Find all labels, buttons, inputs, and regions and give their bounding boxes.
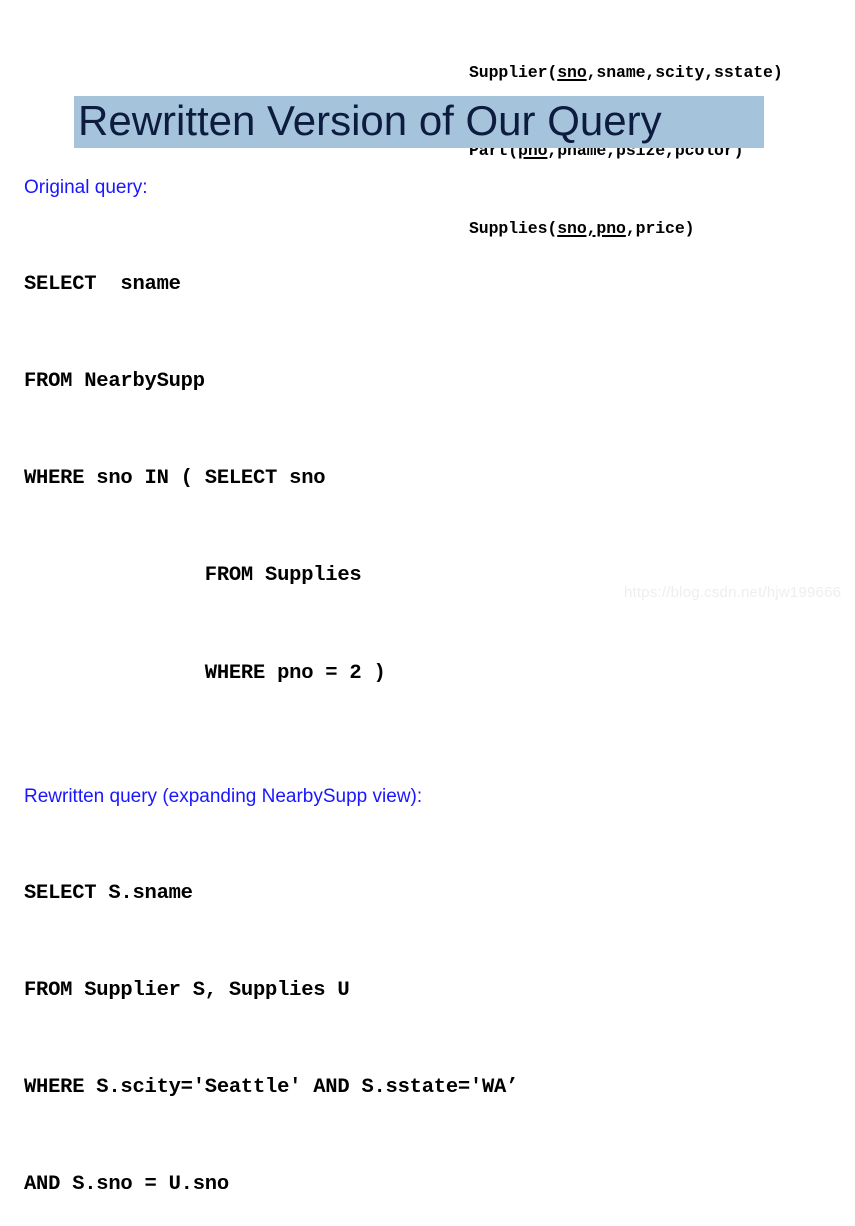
code-line: WHERE sno IN ( SELECT sno <box>24 467 326 491</box>
watermark-text: https://blog.csdn.net/hjw199666 <box>624 584 842 601</box>
rewritten-query-code: SELECT S.sname FROM Supplier S, Supplies… <box>24 813 834 1226</box>
schema-supplies-rest: ,price) <box>625 219 695 238</box>
schema-supplies-prefix: Supplies( <box>469 219 558 238</box>
schema-supplier-rest: ,sname,scity,sstate) <box>586 63 783 82</box>
rewritten-query-caption: Rewritten query (expanding NearbySupp vi… <box>24 785 423 807</box>
original-query-caption: Original query: <box>24 177 148 198</box>
title-highlight-banner <box>74 96 764 148</box>
schema-supplies-key: sno,pno <box>557 219 626 238</box>
schema-definitions: Supplier(sno,sname,scity,sstate) Part(pn… <box>469 8 783 268</box>
schema-supplier-prefix: Supplier( <box>469 63 558 82</box>
schema-supplier-key: sno <box>557 63 587 82</box>
code-line: FROM NearbySupp <box>24 370 205 394</box>
page-title: Rewritten Version of Our Query <box>78 97 662 144</box>
code-line: SELECT S.sname <box>24 881 193 905</box>
schema-line-supplies: Supplies(sno,pno,price) <box>469 216 783 242</box>
code-line: WHERE S.scity='Seattle' AND S.sstate='WA… <box>24 1076 519 1100</box>
code-line: FROM Supplier S, Supplies U <box>24 978 350 1002</box>
code-line: SELECT sname <box>24 272 181 296</box>
code-line: FROM Supplies <box>24 564 362 588</box>
code-line: WHERE pno = 2 ) <box>24 661 386 685</box>
code-line: AND S.sno = U.sno <box>24 1173 229 1197</box>
block-spacer <box>24 755 834 781</box>
slide-body: Original query: SELECT sname FROM Nearby… <box>24 172 834 1226</box>
original-query-code: SELECT sname FROM NearbySupp WHERE sno I… <box>24 204 834 755</box>
schema-line-supplier: Supplier(sno,sname,scity,sstate) <box>469 60 783 86</box>
